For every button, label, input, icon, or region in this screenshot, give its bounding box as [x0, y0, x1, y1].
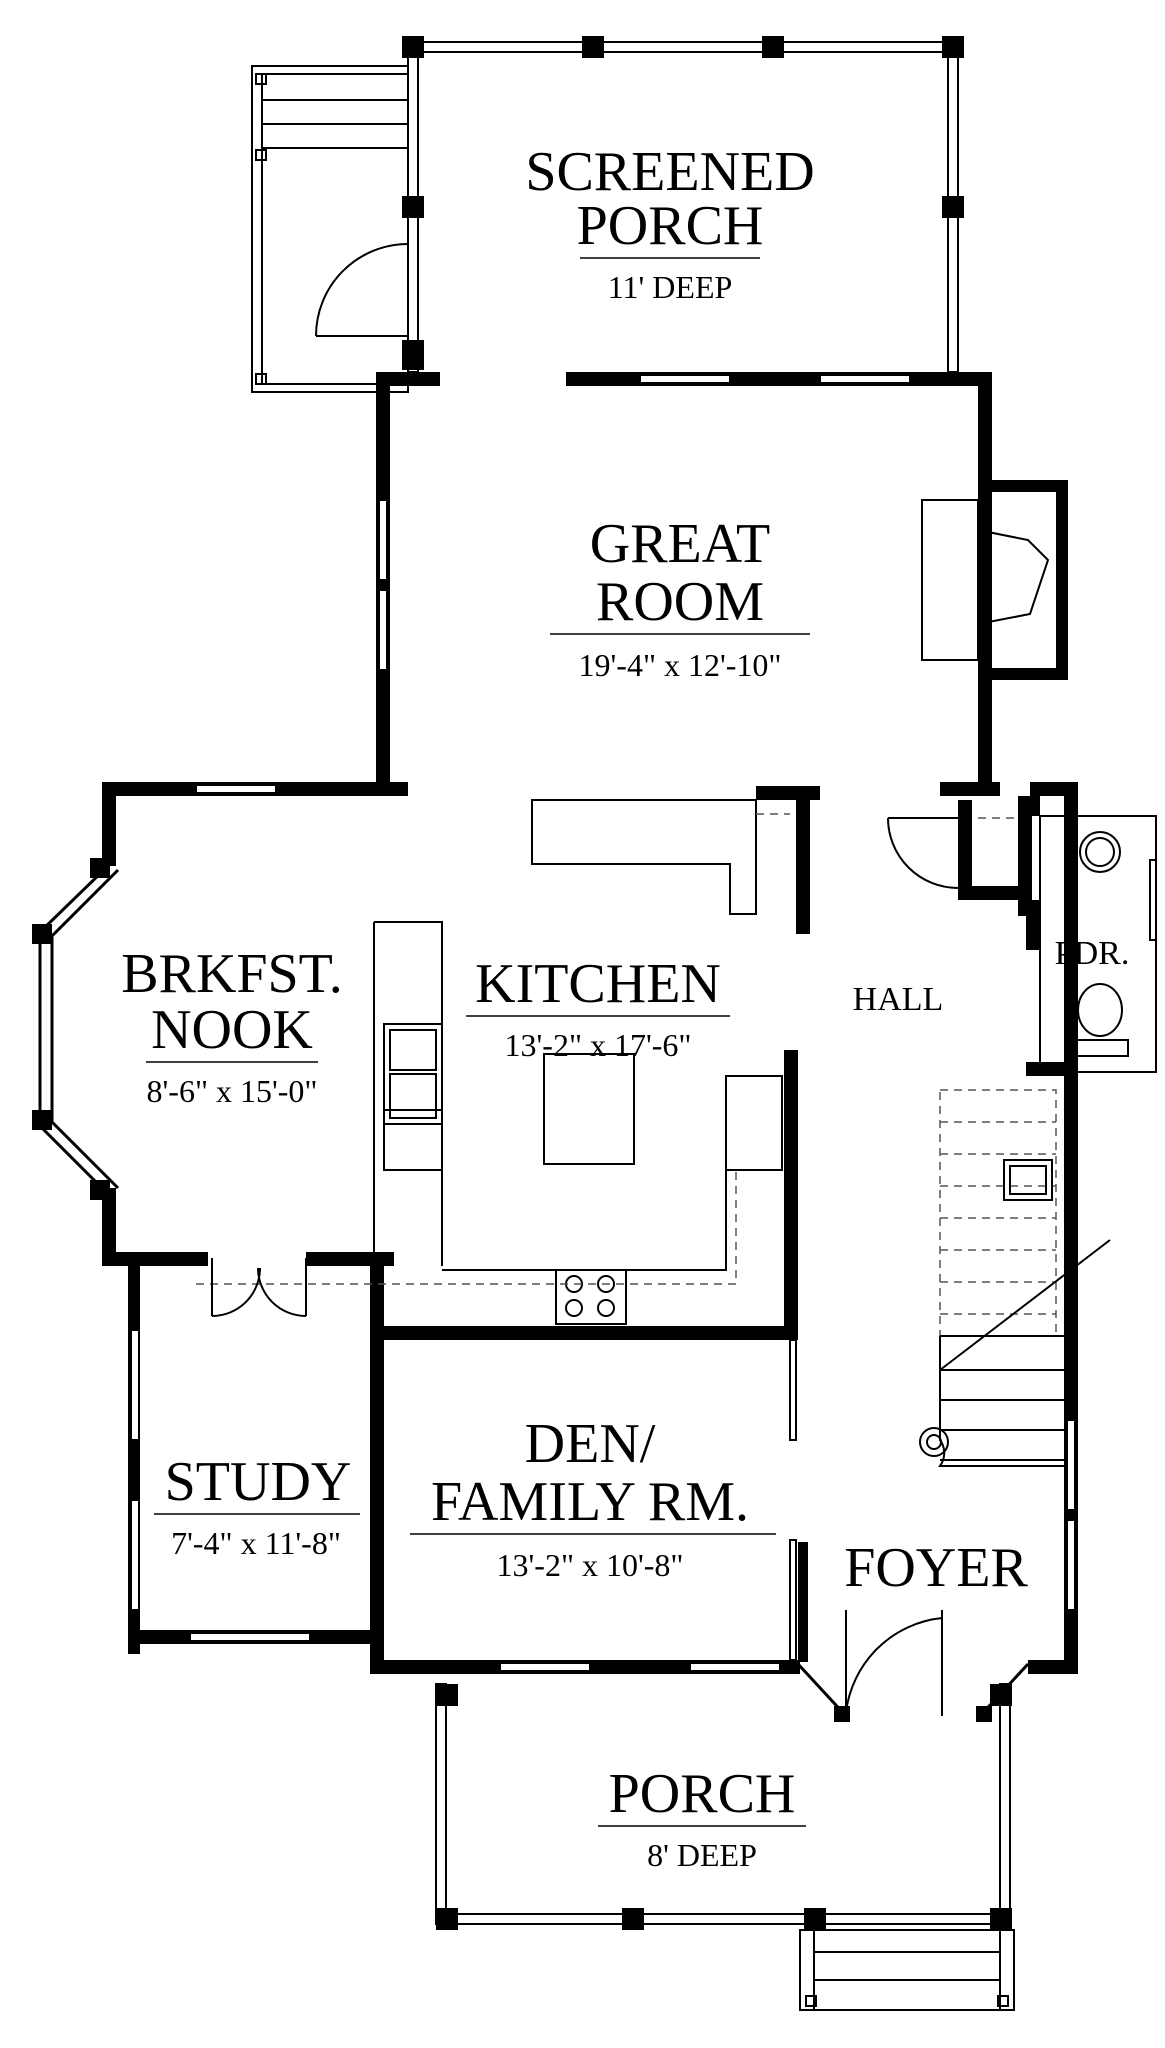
great-room-title-line2: ROOM — [596, 571, 764, 633]
den-title-line1: DEN/ — [525, 1413, 656, 1475]
foyer-title: FOYER — [844, 1537, 1028, 1599]
screened-porch-structure — [251, 36, 964, 393]
powder-room-label: PDR. — [1055, 935, 1130, 972]
den-dimension: 13'-2" x 10'-8" — [497, 1547, 684, 1583]
stairs — [919, 1089, 1111, 1467]
nook-dimension: 8'-6" x 15'-0" — [147, 1073, 318, 1109]
den-title-line2: FAMILY RM. — [431, 1471, 749, 1533]
kitchen-title: KITCHEN — [475, 953, 721, 1015]
screened-porch-title-line2: PORCH — [577, 195, 764, 257]
kitchen-dimension: 13'-2" x 17'-6" — [505, 1027, 692, 1063]
great-room-dimension: 19'-4" x 12'-10" — [579, 647, 782, 683]
porch-dimension: 8' DEEP — [647, 1837, 757, 1873]
front-porch-structure — [435, 1683, 1015, 2011]
porch-title: PORCH — [609, 1763, 796, 1825]
nook-title-line1: BRKFST. — [121, 943, 342, 1005]
nook-title-line2: NOOK — [151, 999, 313, 1061]
study-dimension: 7'-4" x 11'-8" — [171, 1525, 341, 1561]
study-title: STUDY — [165, 1451, 352, 1513]
screened-porch-title-line1: SCREENED — [525, 141, 814, 203]
hall-label: HALL — [853, 981, 944, 1018]
room-labels: SCREENED PORCH 11' DEEP GREAT ROOM 19'-4… — [121, 141, 1129, 1873]
kitchen-fixtures — [196, 786, 820, 1325]
screened-porch-dimension: 11' DEEP — [608, 269, 733, 305]
exterior-walls — [32, 372, 1157, 1722]
great-room-title-line1: GREAT — [590, 513, 770, 575]
